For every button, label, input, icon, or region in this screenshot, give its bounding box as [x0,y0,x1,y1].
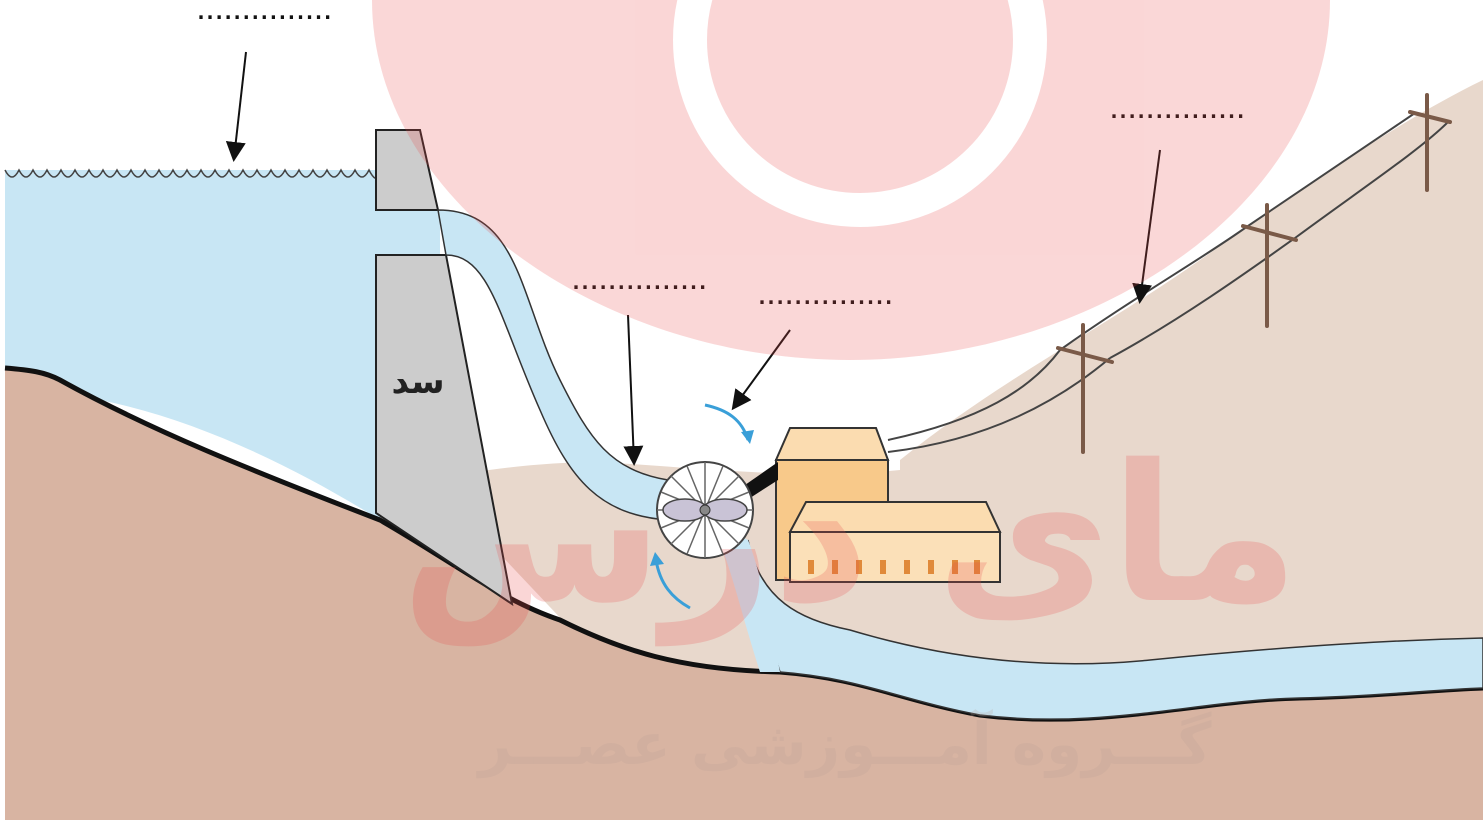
dam-label: سد [391,362,444,402]
watermark-brand: مای درس [401,424,1299,646]
watermark-subtitle: گـــروه آمـــوزشی عصـــر [475,708,1211,779]
blank-label-reservoir: ............... [195,0,331,24]
